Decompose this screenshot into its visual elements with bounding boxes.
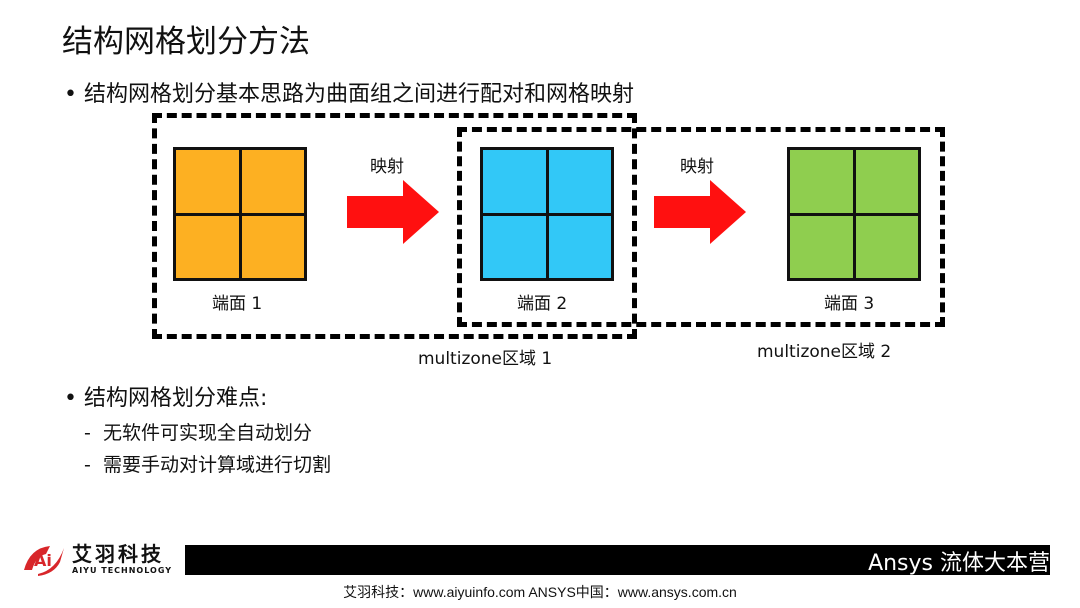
zone-1-box <box>152 113 637 339</box>
face-label: 端面 3 <box>824 294 875 314</box>
face-label: 端面 2 <box>517 294 568 314</box>
footer-links: 艾羽科技：www.aiyuinfo.com ANSYS中国：www.ansys.… <box>343 584 737 600</box>
sub-item: - 需要手动对计算域进行切割 <box>84 454 331 476</box>
bullet-2: • 结构网格划分难点: <box>64 386 268 411</box>
bullet-2-text: 结构网格划分难点: <box>83 386 268 411</box>
face-1-grid <box>173 147 307 281</box>
arrow-right-icon <box>347 180 439 244</box>
face-label: 端面 1 <box>212 294 263 314</box>
watermark: Ansys 流体大本营 <box>868 551 1050 576</box>
company-logo: Ai 艾羽科技 AIYU TECHNOLOGY <box>20 538 185 580</box>
zone-2-box <box>457 127 945 327</box>
sub-item-text: 无软件可实现全自动划分 <box>102 422 312 444</box>
arrow-label: 映射 <box>370 157 404 177</box>
logo-text-cn: 艾羽科技 <box>72 542 164 566</box>
logo-text-en: AIYU TECHNOLOGY <box>72 566 173 575</box>
face-2-grid <box>480 147 614 281</box>
footer-bar <box>185 545 1050 575</box>
bullet-1-text: 结构网格划分基本思路为曲面组之间进行配对和网格映射 <box>83 82 634 107</box>
zone-label: multizone区域 1 <box>418 349 553 369</box>
face-3-grid <box>787 147 921 281</box>
arrow-right-icon <box>654 180 746 244</box>
zone-label: multizone区域 2 <box>757 342 892 362</box>
logo-mark-icon: Ai <box>24 546 64 576</box>
arrow-label: 映射 <box>680 157 714 177</box>
svg-text:Ai: Ai <box>34 551 52 570</box>
page-title: 结构网格划分方法 <box>62 24 310 60</box>
bullet-1: • 结构网格划分基本思路为曲面组之间进行配对和网格映射 <box>64 82 634 107</box>
sub-item-text: 需要手动对计算域进行切割 <box>102 454 331 476</box>
sub-item: - 无软件可实现全自动划分 <box>84 422 312 444</box>
